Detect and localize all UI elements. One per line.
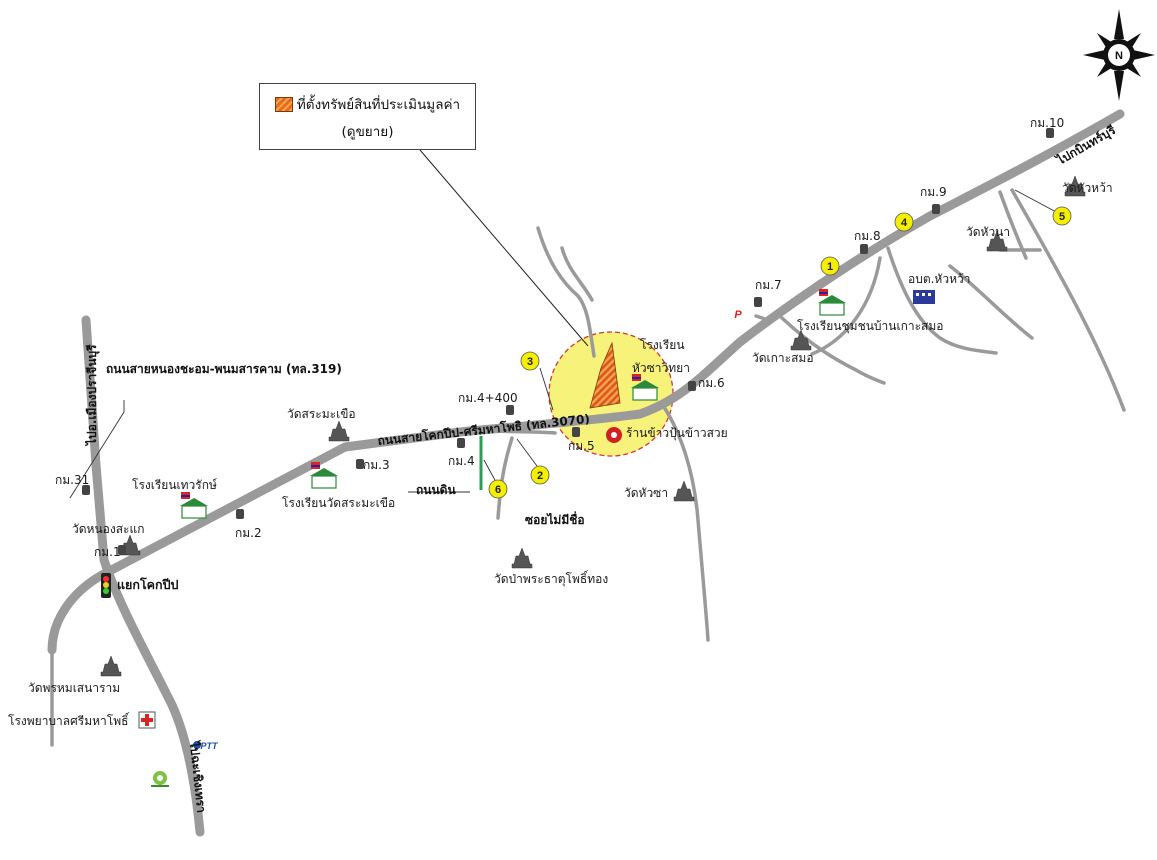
temple-icon xyxy=(673,480,695,502)
legend-box: ที่ตั้งทรัพย์สินที่ประเมินมูลค่า (ดูขยาย… xyxy=(259,83,476,150)
temple-icon xyxy=(790,329,812,351)
place-label: วัดหัวหว้า xyxy=(1062,181,1113,195)
compass-rose: N xyxy=(1083,9,1155,101)
svg-text:6: 6 xyxy=(495,484,501,496)
km-marker-icon xyxy=(118,545,126,555)
temple-icons xyxy=(100,175,1086,677)
km-label: กม.4 xyxy=(448,454,475,468)
km-label: กม.7 xyxy=(755,278,782,292)
km-icons xyxy=(82,128,1054,555)
svg-text:1: 1 xyxy=(827,261,833,273)
svg-text:2: 2 xyxy=(537,470,543,482)
km-marker-icon xyxy=(82,485,90,495)
km-marker-icon xyxy=(572,427,580,437)
gas-station-icon: P xyxy=(734,309,742,321)
road-label-main: ถนนสายโคกปีป-ศรีมหาโพธิ (ทล.3070) xyxy=(377,411,591,448)
road-label-dirt: ถนนดิน xyxy=(416,483,456,497)
place-label: วัดหนองสะแก xyxy=(72,522,144,536)
km-marker-icon xyxy=(236,509,244,519)
km-marker-icon xyxy=(688,381,696,391)
km-label: กม.9 xyxy=(920,185,947,199)
school-icon xyxy=(180,492,208,519)
marker-4: 4 xyxy=(894,212,914,232)
legend-pointer xyxy=(419,149,589,347)
subject-plot xyxy=(589,341,621,409)
marker-leaders xyxy=(69,189,1059,499)
temple-icon xyxy=(100,655,122,677)
temple-icon xyxy=(511,547,533,569)
secondary-roads xyxy=(50,188,1126,747)
km-label: กม.4+400 xyxy=(458,391,518,405)
place-label: โรงพยาบาลศรีมหาโพธิ์ xyxy=(8,712,130,728)
svg-text:5: 5 xyxy=(1059,211,1065,223)
road-label-soi: ซอยไม่มีชื่อ xyxy=(525,511,585,527)
km-marker-icon xyxy=(1046,128,1054,138)
legend-title: ที่ตั้งทรัพย์สินที่ประเมินมูลค่า xyxy=(296,97,461,113)
km-label: กม.31 xyxy=(55,473,89,487)
place-label: โรงเรียนเทวรักษ์ xyxy=(132,478,217,492)
legend-title-row: ที่ตั้งทรัพย์สินที่ประเมินมูลค่า xyxy=(260,93,475,115)
legend-swatch xyxy=(274,96,293,112)
km-marker-icon xyxy=(860,244,868,254)
place-label: วัดหัวนา xyxy=(966,225,1010,239)
school-icon xyxy=(631,374,659,401)
km-label: กม.5 xyxy=(568,439,595,453)
marker-2: 2 xyxy=(530,465,550,485)
traffic-light-icon xyxy=(101,573,111,598)
road-label-319: ถนนสายหนองชะอม-พนมสารคาม (ทล.319) xyxy=(106,362,342,376)
junction-label: แยกโคกปีป xyxy=(117,577,179,592)
svg-text:P: P xyxy=(734,309,742,321)
place-label: วัดหัวซา xyxy=(624,486,668,500)
temple-icon xyxy=(328,420,350,442)
km-label: กม.10 xyxy=(1030,116,1064,130)
place-label: โรงเรียน xyxy=(640,338,685,352)
school-icon xyxy=(310,462,338,489)
hospital-icon xyxy=(138,711,156,729)
km-marker-icon xyxy=(932,204,940,214)
numbered-markers: 1 2 3 4 5 6 xyxy=(488,206,1072,499)
place-label: วัดพรหมเสนาราม xyxy=(28,681,120,695)
place-label: วัดเกาะสมอ xyxy=(752,351,814,365)
marker-3: 3 xyxy=(520,351,540,371)
marker-5: 5 xyxy=(1052,206,1072,226)
marker-6: 6 xyxy=(488,479,508,499)
school-icon xyxy=(818,289,846,316)
km-label: กม.2 xyxy=(235,526,262,540)
svg-text:4: 4 xyxy=(901,217,908,229)
km-marker-icon xyxy=(356,459,364,469)
main-roads xyxy=(47,109,1125,837)
place-label: โรงเรียนวัดสระมะเขือ xyxy=(282,496,395,510)
marker-1: 1 xyxy=(820,256,840,276)
svg-text:PTT: PTT xyxy=(201,741,220,751)
km-marker-icon xyxy=(506,405,514,415)
temple-icon xyxy=(1064,175,1086,197)
km-label: กม.1 xyxy=(94,545,121,559)
place-label: วัดป่าพระธาตุโพธิ์ทอง xyxy=(494,570,608,587)
km-label: กม.8 xyxy=(854,229,881,243)
place-label: วัดสระมะเขือ xyxy=(287,407,356,421)
km-marker-icon xyxy=(457,438,465,448)
km-marker-icon xyxy=(754,297,762,307)
legend-subtitle: (ดูขยาย) xyxy=(341,124,394,140)
obt-building-icon xyxy=(913,290,935,304)
km-label: กม.6 xyxy=(698,376,725,390)
ptt-station-icon: PTT xyxy=(193,741,219,751)
km-label: กม.3 xyxy=(363,458,390,472)
temple-icon xyxy=(986,230,1008,252)
rice-shop-icon xyxy=(606,427,622,443)
place-label: โรงเรียนชุมชนบ้านเกาะสมอ xyxy=(797,319,943,334)
place-label: อบต.หัวหว้า xyxy=(908,272,970,286)
road-label-muang: ไปอ.เมืองปราจีนบุรี xyxy=(84,344,100,447)
svg-text:3: 3 xyxy=(527,356,533,368)
place-label: ร้านข้าวปุ้นข้าวสวย xyxy=(626,426,728,441)
bangchak-station-icon xyxy=(151,771,169,787)
school-icons xyxy=(180,289,846,519)
compass-n-label: N xyxy=(1115,50,1123,62)
place-label: หัวซาวิทยา xyxy=(632,361,690,375)
